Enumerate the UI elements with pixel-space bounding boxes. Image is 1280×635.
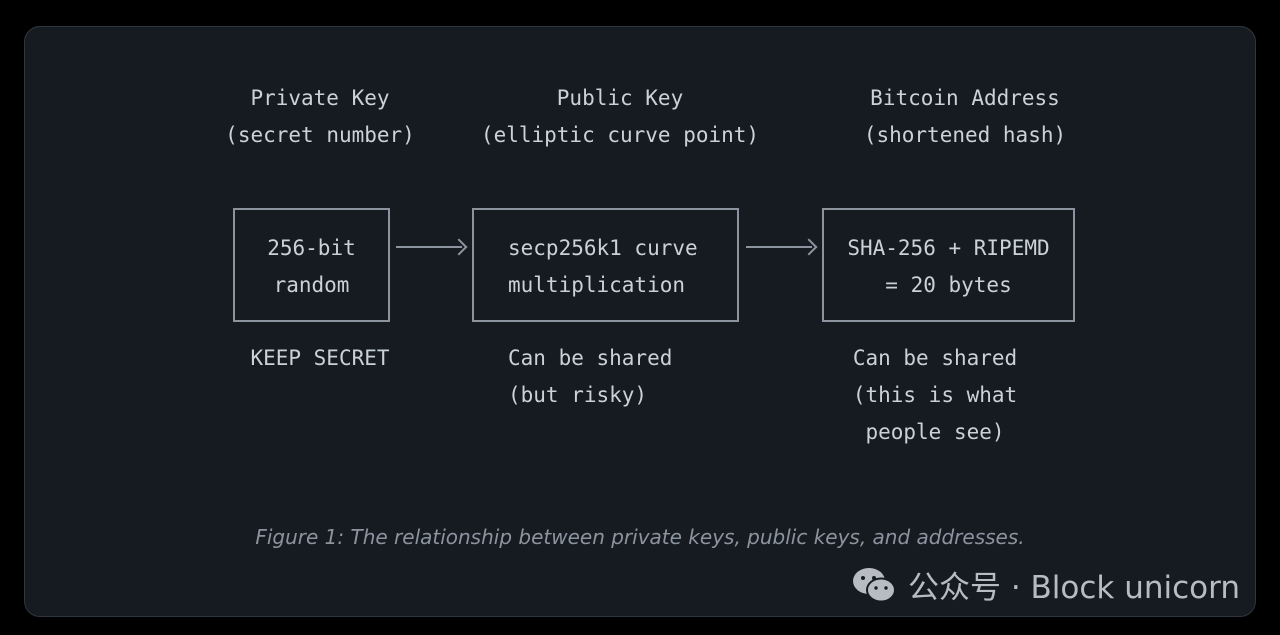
bitcoin-address-note-line2: (this is what [852,383,1018,407]
public-key-box-line2: multiplication [508,273,686,297]
bitcoin-address-box-line2: = 20 bytes [885,273,1012,297]
private-key-box-line2: random [273,273,350,297]
bitcoin-address-note-line1: Can be shared [852,346,1018,370]
public-key-box-line1: secp256k1 curve [508,236,698,260]
public-key-title: Public Key [556,86,684,110]
bitcoin-address-subtitle: (shortened hash) [863,123,1067,147]
arrow-public-to-address [746,246,812,248]
private-key-note-line1: KEEP SECRET [250,346,390,370]
private-key-box-line1: 256-bit [267,236,356,260]
arrow-private-to-public [396,246,462,248]
public-key-subtitle: (elliptic curve point) [480,123,760,147]
bitcoin-address-box-line1: SHA-256 + RIPEMD [847,236,1050,260]
watermark: 公众号 · Block unicorn [850,562,1240,607]
public-key-box: secp256k1 curve multiplication [472,208,739,322]
public-key-note-line2: (but risky) [508,383,648,407]
bitcoin-address-note-line3: people see) [865,420,1005,444]
public-key-note-line1: Can be shared [508,346,673,370]
private-key-title: Private Key [250,86,390,110]
figure-caption: Figure 1: The relationship between priva… [255,525,1025,549]
private-key-subtitle: (secret number) [225,123,415,147]
watermark-text: 公众号 · Block unicorn [907,570,1240,606]
wechat-icon [852,567,896,602]
bitcoin-address-title: Bitcoin Address [870,86,1060,110]
private-key-box: 256-bit random [233,208,390,322]
bitcoin-address-box: SHA-256 + RIPEMD = 20 bytes [822,208,1075,322]
